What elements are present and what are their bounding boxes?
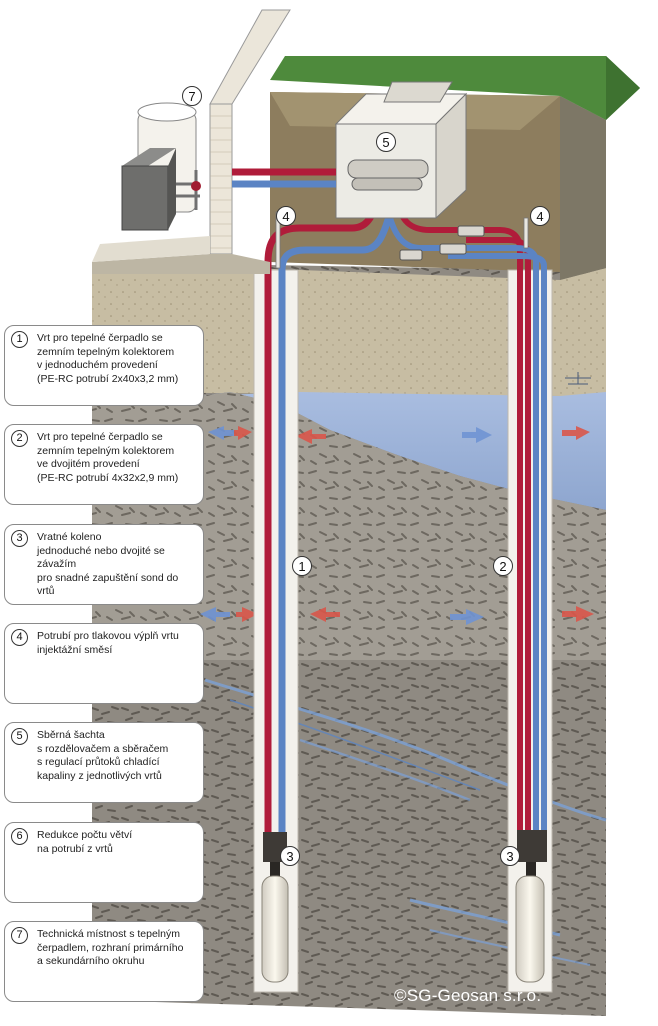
legend-number: 2	[11, 430, 28, 447]
legend-box-7: 7 Technická místnost s tepelným čerpadle…	[4, 921, 204, 1002]
callout-3-right: 3	[500, 846, 520, 866]
callout-1: 1	[292, 556, 312, 576]
callout-4-left: 4	[276, 206, 296, 226]
legend-number: 3	[11, 530, 28, 547]
legend-box-3: 3 Vratné koleno jednoduché nebo dvojité …	[4, 524, 204, 605]
legend-box-2: 2 Vrt pro tepelné čerpadlo se zemním tep…	[4, 424, 204, 505]
legend-text: Vrt pro tepelné čerpadlo se zemním tepel…	[37, 431, 179, 484]
callout-7: 7	[182, 86, 202, 106]
callout-4-right: 4	[530, 206, 550, 226]
legend-text: Redukce počtu větví na potrubí z vrtů	[37, 829, 133, 855]
callout-3-left: 3	[280, 846, 300, 866]
callout-2: 2	[493, 556, 513, 576]
legend-number: 1	[11, 331, 28, 348]
legend-box-6: 6 Redukce počtu větví na potrubí z vrtů	[4, 822, 204, 903]
legend-text: Technická místnost s tepelným čerpadlem,…	[37, 928, 184, 967]
legend-text: Sběrná šachta s rozdělovačem a sběračem …	[37, 729, 169, 782]
legend-box-5: 5 Sběrná šachta s rozdělovačem a sběrače…	[4, 722, 204, 803]
copyright-label: ©SG-Geosan s.r.o.	[394, 986, 542, 1005]
legend-box-4: 4 Potrubí pro tlakovou výplň vrtu injekt…	[4, 623, 204, 704]
legend-number: 7	[11, 927, 28, 944]
legend-number: 6	[11, 828, 28, 845]
legend-number: 5	[11, 728, 28, 745]
legend-text: Vrt pro tepelné čerpadlo se zemním tepel…	[37, 332, 179, 385]
legend-text: Vratné koleno jednoduché nebo dvojité se…	[37, 531, 179, 597]
callout-5: 5	[376, 132, 396, 152]
legend-number: 4	[11, 629, 28, 646]
legend-box-1: 1 Vrt pro tepelné čerpadlo se zemním tep…	[4, 325, 204, 406]
legend-text: Potrubí pro tlakovou výplň vrtu injektáž…	[37, 630, 179, 656]
